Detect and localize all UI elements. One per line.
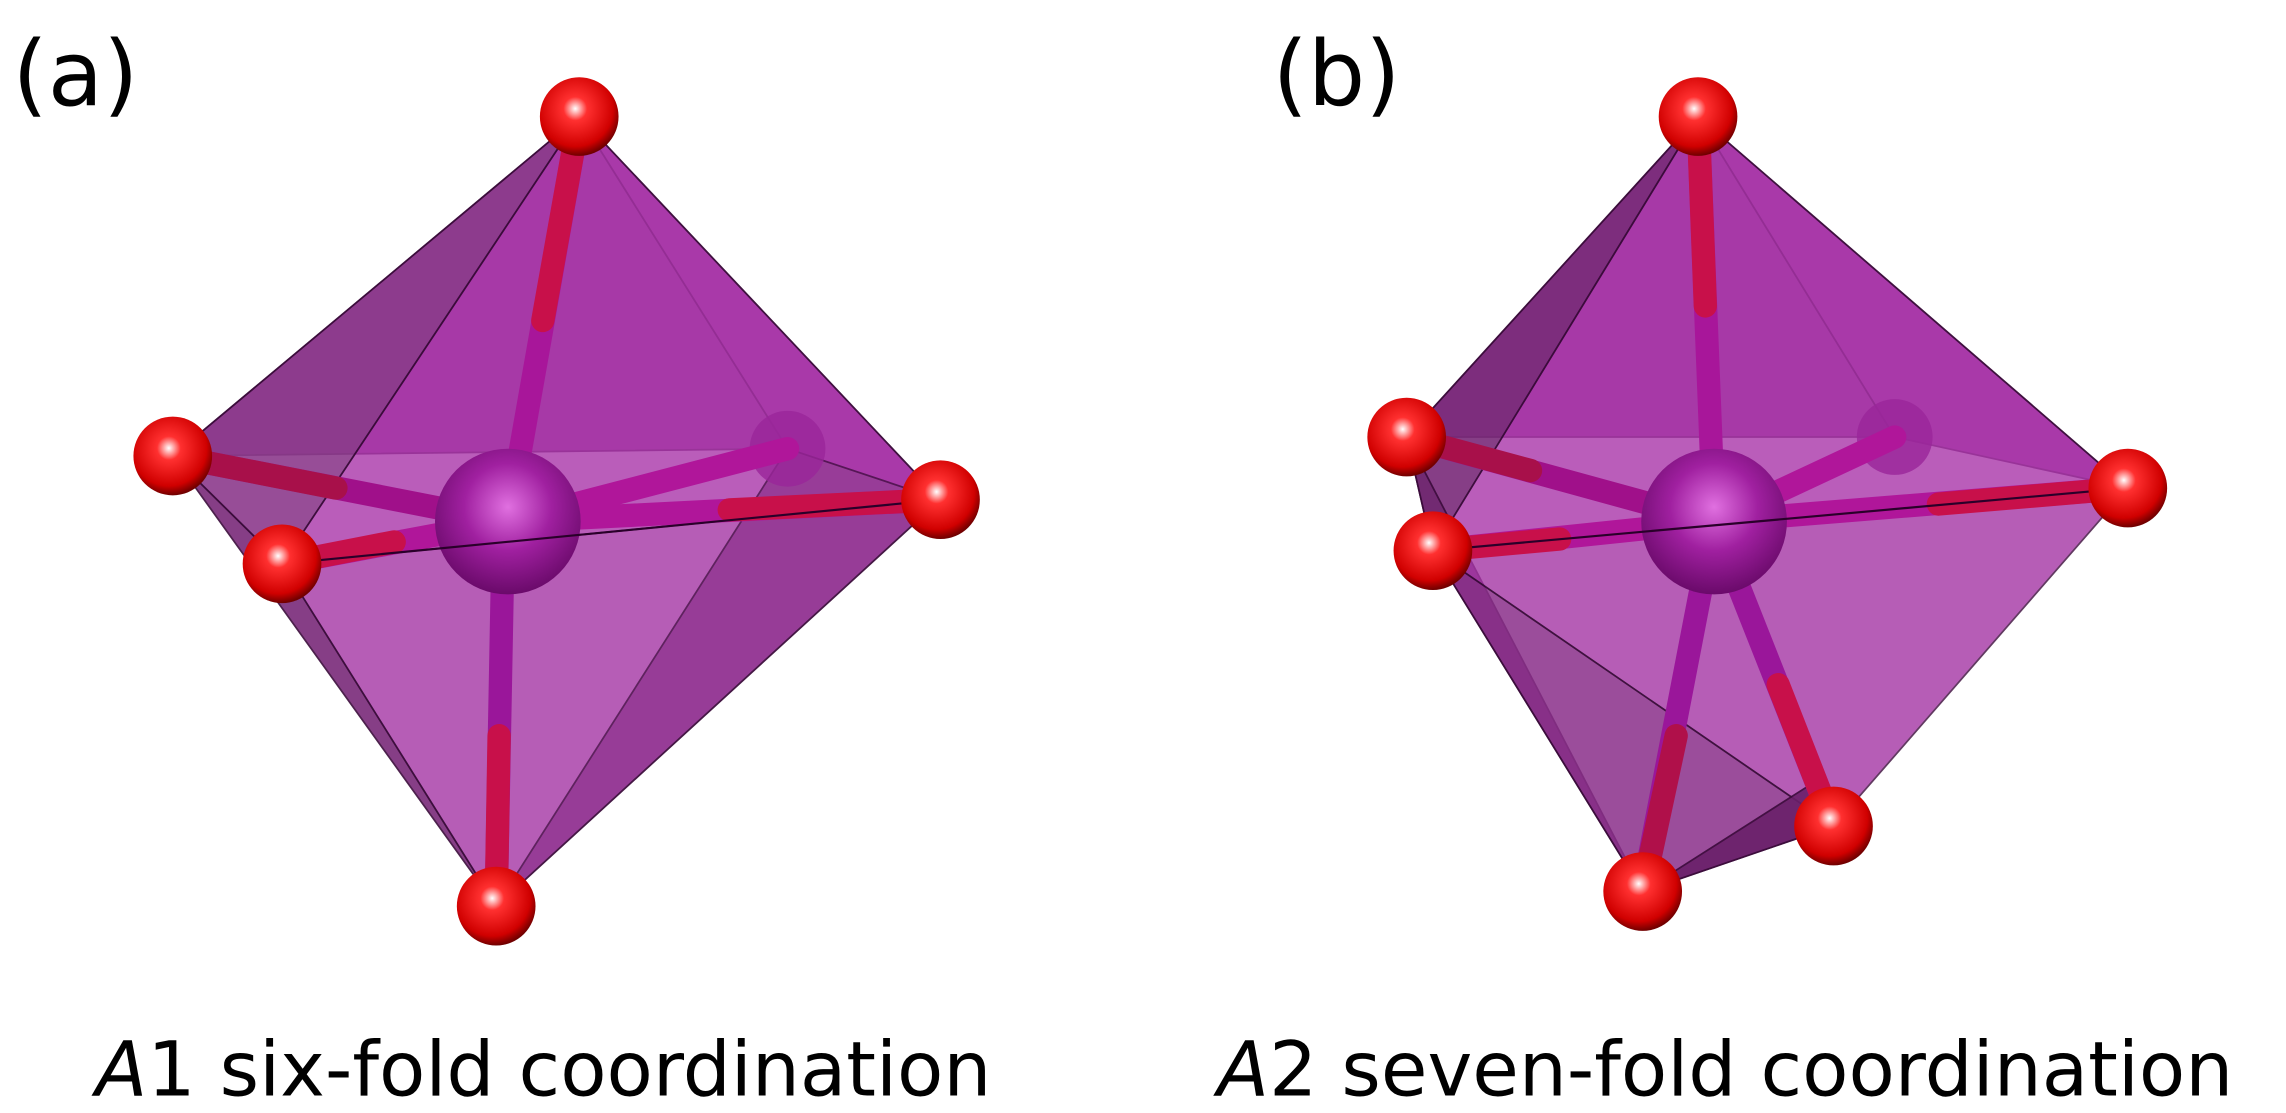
oxygen-atom: [901, 460, 980, 540]
panel-b-caption: A2 seven-fold coordination: [1212, 1026, 2233, 1113]
oxygen-atom: [456, 866, 536, 946]
oxygen-atom: [1794, 786, 1873, 866]
oxygen-atom: [1393, 511, 1473, 591]
oxygen-atom: [1367, 397, 1447, 477]
panel-a-caption: A1 six-fold coordination: [91, 1026, 992, 1113]
panel-a-tag: (a): [13, 22, 139, 127]
oxygen-atom: [133, 416, 213, 496]
polyhedron-faces: [1404, 115, 2130, 893]
oxygen-atom: [539, 77, 619, 156]
panel-b: (b): [1212, 22, 2233, 1113]
oxygen-atoms: [133, 77, 980, 946]
oxygen-atom: [1658, 77, 1738, 156]
oxygen-atom: [2088, 448, 2168, 528]
oxygen-atom: [1603, 852, 1683, 931]
oxygen-atoms: [1367, 77, 2168, 931]
oxygen-atom: [242, 524, 322, 604]
cation-atom: [434, 448, 581, 595]
panel-b-tag: (b): [1273, 22, 1401, 127]
panel-a: (a): [13, 22, 992, 1113]
cation-atom: [1641, 448, 1787, 595]
